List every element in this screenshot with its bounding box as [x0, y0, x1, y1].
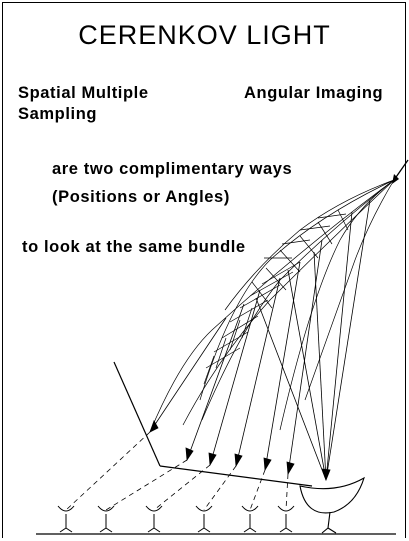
sampling-mirror	[113, 361, 313, 487]
light-bundle	[149, 179, 395, 433]
frame-right-border	[405, 2, 406, 538]
spatial-sampling-label-line1: Spatial Multiple	[18, 84, 149, 102]
detector-5	[241, 505, 259, 533]
detector-2	[97, 505, 115, 533]
focused-rays	[255, 199, 371, 482]
statement-line-3: to look at the same bundle	[22, 238, 246, 256]
frame-top-border	[2, 2, 406, 3]
detector-1	[57, 505, 75, 533]
detector-6	[277, 505, 295, 533]
ground-detectors	[57, 505, 295, 533]
detector-3	[145, 505, 163, 533]
sampling-rays	[149, 239, 323, 476]
statement-line-1: are two complimentary ways	[52, 160, 293, 178]
statement-line-2: (Positions or Angles)	[52, 188, 230, 206]
imaging-dish	[299, 476, 365, 534]
detector-links	[65, 431, 289, 511]
spatial-sampling-label-line2: Sampling	[18, 105, 98, 123]
detector-4	[195, 505, 213, 533]
angular-imaging-label: Angular Imaging	[244, 84, 384, 102]
page-title: CERENKOV LIGHT	[78, 20, 331, 50]
particle-track	[392, 159, 409, 184]
frame-left-border	[2, 2, 3, 538]
